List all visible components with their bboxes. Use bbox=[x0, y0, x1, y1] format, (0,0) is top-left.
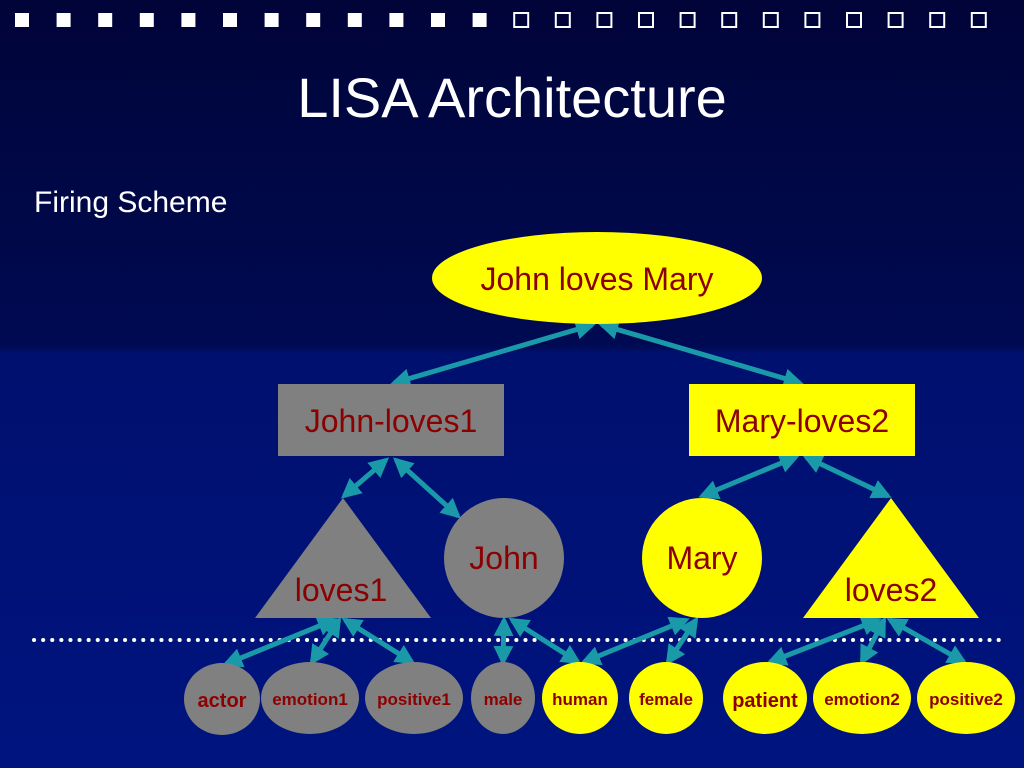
arrow-loves2-patient bbox=[766, 616, 882, 666]
predicate-loves1-node bbox=[255, 498, 431, 618]
semantic-male-node bbox=[471, 662, 535, 734]
object-john-node bbox=[444, 498, 564, 618]
semantic-male-label: male bbox=[484, 690, 523, 709]
progress-bullet-empty bbox=[970, 12, 987, 28]
proposition-label: John loves Mary bbox=[481, 261, 714, 297]
progress-bullet-empty bbox=[929, 12, 946, 28]
semantic-female-node bbox=[629, 662, 703, 734]
semantic-human-node bbox=[542, 662, 618, 734]
semantic-human-label: human bbox=[552, 690, 608, 709]
progress-bullet-filled bbox=[347, 13, 362, 27]
progress-bullet-empty bbox=[513, 12, 530, 28]
arrow-john-male bbox=[493, 616, 514, 666]
subprop-mary-loves2-node bbox=[689, 384, 915, 456]
progress-bullet-filled bbox=[15, 13, 29, 27]
object-mary-label: Mary bbox=[666, 540, 737, 576]
semantic-positive2-node bbox=[917, 662, 1015, 734]
arrow-loves2-positive2 bbox=[886, 617, 968, 665]
progress-bullet-filled bbox=[139, 13, 154, 27]
arrow-loves1-positive1 bbox=[341, 617, 416, 665]
semantic-units: actor emotion1 positive1 male human fema… bbox=[184, 662, 1015, 735]
progress-bullet-filled bbox=[98, 13, 113, 27]
semantic-emotion2-node bbox=[813, 662, 911, 734]
progress-bullet-filled bbox=[306, 13, 321, 27]
semantic-patient-label: patient bbox=[732, 690, 798, 712]
proposition-node bbox=[432, 232, 762, 324]
slide-progress-bullets bbox=[15, 12, 987, 28]
progress-bullet-empty bbox=[679, 12, 696, 28]
slide-subtitle: Firing Scheme bbox=[34, 186, 228, 219]
progress-bullet-empty bbox=[762, 12, 779, 28]
progress-bullet-filled bbox=[431, 13, 445, 27]
semantic-emotion1-label: emotion1 bbox=[272, 690, 348, 709]
arrow-maryloves2-loves2 bbox=[802, 454, 892, 499]
semantic-positive1-node bbox=[365, 662, 463, 734]
semantic-positive1-label: positive1 bbox=[377, 690, 451, 709]
arrow-johnloves1-loves1 bbox=[340, 457, 390, 499]
semantic-emotion1-node bbox=[261, 662, 359, 734]
semantic-patient-node bbox=[723, 662, 807, 734]
progress-bullet-empty bbox=[887, 12, 904, 28]
predicate-loves2-node bbox=[803, 498, 979, 618]
arrow-john-human bbox=[508, 617, 582, 665]
progress-bullet-filled bbox=[389, 13, 404, 27]
connection-arrows bbox=[222, 319, 968, 668]
arrow-mary-female bbox=[665, 616, 699, 666]
arrow-prop-mary-loves2 bbox=[598, 319, 804, 389]
object-john-label: John bbox=[469, 540, 538, 576]
progress-bullet-empty bbox=[804, 12, 821, 28]
progress-bullet-filled bbox=[181, 13, 196, 27]
subprop-john-loves1-node bbox=[278, 384, 504, 456]
progress-bullet-filled bbox=[472, 13, 487, 27]
semantic-positive2-label: positive2 bbox=[929, 690, 1003, 709]
arrow-johnloves1-john bbox=[393, 457, 461, 519]
progress-bullet-empty bbox=[721, 12, 738, 28]
semantic-female-label: female bbox=[639, 690, 693, 709]
semantic-actor-label: actor bbox=[198, 690, 247, 712]
predicate-loves2-label: loves2 bbox=[845, 572, 938, 608]
subprop-john-loves1-label: John-loves1 bbox=[305, 403, 478, 439]
progress-bullet-filled bbox=[264, 13, 279, 27]
progress-bullet-filled bbox=[56, 13, 71, 27]
predicate-loves1-label: loves1 bbox=[295, 572, 388, 608]
semantic-emotion2-label: emotion2 bbox=[824, 690, 900, 709]
arrow-maryloves2-mary bbox=[698, 453, 800, 500]
arrow-loves1-emotion1 bbox=[309, 616, 342, 666]
progress-bullet-empty bbox=[596, 12, 613, 28]
object-mary-node bbox=[642, 498, 762, 618]
subprop-mary-loves2-label: Mary-loves2 bbox=[715, 403, 889, 439]
progress-bullet-empty bbox=[554, 12, 571, 28]
progress-bullet-filled bbox=[223, 13, 237, 27]
progress-bullet-empty bbox=[846, 12, 862, 28]
arrow-prop-john-loves1 bbox=[390, 319, 596, 389]
slide-title: LISA Architecture bbox=[297, 66, 727, 129]
progress-bullet-empty bbox=[638, 12, 654, 28]
semantic-actor-node bbox=[184, 663, 260, 735]
arrow-loves2-emotion2 bbox=[859, 616, 887, 666]
